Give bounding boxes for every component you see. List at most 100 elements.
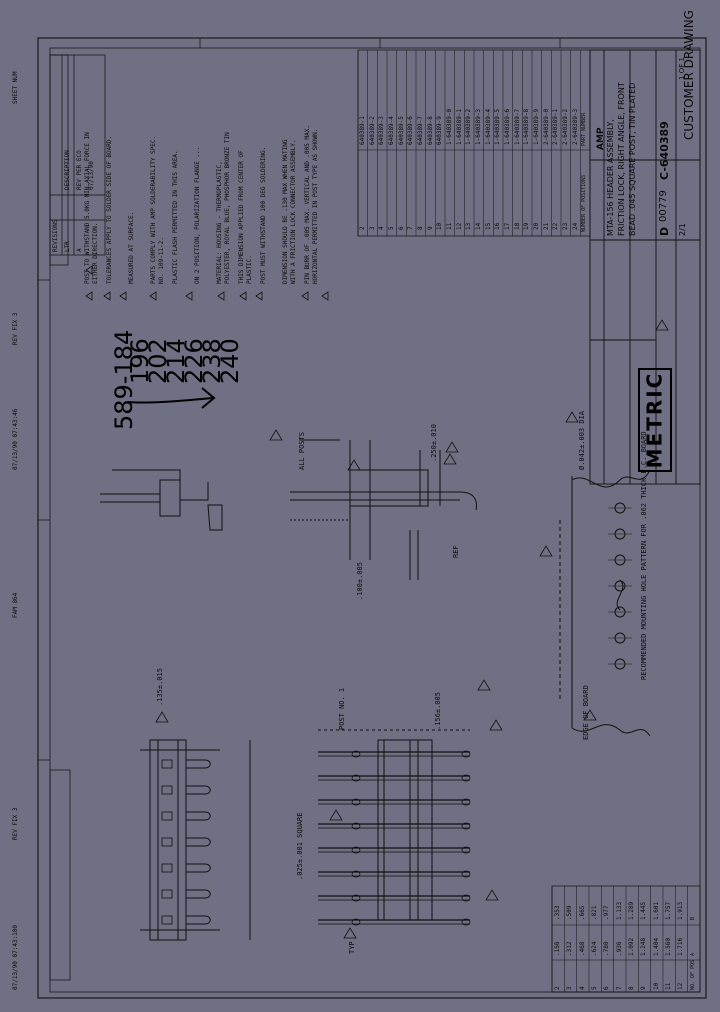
position-count: 20 xyxy=(533,222,540,230)
dim-a: .468 xyxy=(578,941,586,956)
note-9: POST MUST WITHSTAND 100 DEG SOLDERING. xyxy=(260,146,267,284)
dim-a: .936 xyxy=(615,941,623,956)
position-count: 16 xyxy=(494,222,502,230)
header-pin xyxy=(161,915,211,925)
title-line-3: BEAD .045 SQUARE POST, TIN PLATED xyxy=(628,82,637,236)
dim-table-header: NO. OF POS xyxy=(689,959,696,990)
note-11-cont: HORIZONTAL PERMITTED IN POST TYPE AS SHO… xyxy=(312,128,319,284)
mounting-hole xyxy=(608,658,632,670)
part-number: 2-640389-1 xyxy=(552,108,560,145)
dim-b: 1.289 xyxy=(628,901,635,920)
dim-b: .509 xyxy=(566,905,574,920)
frame-label-left: REV FIX 3 xyxy=(12,807,19,840)
dim-a: .780 xyxy=(603,941,611,956)
dim-b: .665 xyxy=(578,905,586,920)
dim-ref: REF xyxy=(452,545,460,558)
sheet-border xyxy=(37,37,707,999)
inner-border xyxy=(49,47,701,993)
frame-label-mid: REV FIX 3 xyxy=(12,312,19,345)
note-10: DIMENSION SHOULD BE .130 MAX WHEN MATING xyxy=(282,139,289,285)
dim-positions: 7 xyxy=(615,986,623,990)
position-count: 2 xyxy=(359,226,366,230)
frame-stamp-bottom: 07/13/90 07:43:100 xyxy=(12,924,19,990)
post xyxy=(318,750,471,758)
metric-label: METRIC xyxy=(642,371,667,469)
dim-a: .624 xyxy=(591,941,598,956)
dim-positions: 2 xyxy=(554,986,561,990)
post xyxy=(318,870,471,878)
dim-b: 1.913 xyxy=(677,901,685,920)
side-view-small xyxy=(100,469,223,531)
dim-positions: 9 xyxy=(640,986,648,990)
dim-post-no-1: POST NO. 1 xyxy=(338,687,346,730)
note-1-cont: EITHER DIRECTION. xyxy=(92,222,99,284)
frame-label-top: SHEET NUM xyxy=(12,71,19,104)
dim-b: .821 xyxy=(591,905,598,920)
part-number: 640389-2 xyxy=(368,116,376,145)
part-number: 2-640389-3 xyxy=(571,108,579,145)
dim-positions: 8 xyxy=(628,986,635,990)
part-number: 1-640389-8 xyxy=(523,108,531,145)
dim-spacing-c: .135±.015 xyxy=(156,668,164,706)
mounting-hole xyxy=(608,528,632,540)
dim-positions: 12 xyxy=(677,982,685,990)
note-2: TOLERANCES APPLY TO SOLDER SIDE OF BOARD… xyxy=(106,135,113,284)
scale: 2/1 xyxy=(678,223,687,236)
note-7-cont: POLYESTER, ROYAL BLUE, PHOSPHOR BRONZE T… xyxy=(224,132,231,284)
post xyxy=(318,798,471,806)
part-number: 640389-6 xyxy=(407,116,415,145)
mounting-hole xyxy=(608,580,632,592)
header-pins xyxy=(161,759,211,925)
dim-b: 1.133 xyxy=(615,901,623,920)
position-count: 3 xyxy=(368,226,376,230)
note-3: MEASURED AT SURFACE. xyxy=(128,211,135,284)
dim-edge-of-board: EDGE OF BOARD xyxy=(582,685,590,740)
position-count: 15 xyxy=(484,222,492,230)
dim-table-grid xyxy=(551,886,700,992)
note-6: ON 2 POSITION, POLARIZATION FLANGE ... xyxy=(194,146,201,284)
metric-stamp: METRIC xyxy=(638,368,672,472)
front-view-posts xyxy=(318,729,470,921)
note-11: PIN BURR OF .005 MAX. VERTICAL AND .005 … xyxy=(304,125,311,284)
part-number: 640389-8 xyxy=(426,116,434,145)
company-logo: AMP xyxy=(596,127,606,150)
part-table-grid xyxy=(357,50,590,236)
dim-positions: 3 xyxy=(566,986,574,990)
revision-date-1: 07/13/90 xyxy=(88,161,95,190)
header-pin xyxy=(161,785,211,795)
revision-desc-0: DESCRIPTION xyxy=(64,150,71,190)
position-count: 18 xyxy=(513,222,521,230)
note-4: PARTS COMPLY WITH AMP SOLDERABILITY SPEC… xyxy=(150,135,157,284)
position-count: 10 xyxy=(436,222,444,230)
position-count: 14 xyxy=(475,222,482,230)
position-count: 12 xyxy=(455,222,463,230)
dim-a: 1.248 xyxy=(640,937,648,956)
part-number: 640389-9 xyxy=(436,116,444,145)
part-number: 1-640389-2 xyxy=(465,108,473,145)
header-pin xyxy=(161,837,211,847)
dim-a: .312 xyxy=(566,941,574,956)
post-group xyxy=(318,750,471,926)
header-front-view xyxy=(140,739,251,941)
dim-positions: 4 xyxy=(578,986,586,990)
dim-positions: 5 xyxy=(591,986,598,990)
revision-block xyxy=(49,54,106,256)
dim-a: 1.092 xyxy=(628,937,635,956)
dim-b: 1.757 xyxy=(665,901,672,920)
part-number: 1-640389-7 xyxy=(513,108,521,145)
part-number: 2-640389-2 xyxy=(562,108,569,145)
drawing-number: C-640389 xyxy=(658,121,671,180)
dim-all-posts: ALL POSTS xyxy=(298,432,306,470)
revision-ltr-1: A xyxy=(76,248,83,252)
part-number: 640389-1 xyxy=(359,116,366,145)
note-8: THIS DIMENSION APPLIED FROM CENTER OF xyxy=(238,150,245,284)
position-count: 17 xyxy=(504,222,511,230)
position-count: 23 xyxy=(562,222,569,230)
mounting-hole xyxy=(608,632,632,644)
position-count: 9 xyxy=(426,226,434,230)
mounting-hole xyxy=(608,554,632,566)
dim-positions: 11 xyxy=(665,982,672,990)
note-1: POST TO WITHSTAND 5.0KG MIN AXIAL FORCE … xyxy=(84,132,91,284)
position-count: 13 xyxy=(465,222,473,230)
